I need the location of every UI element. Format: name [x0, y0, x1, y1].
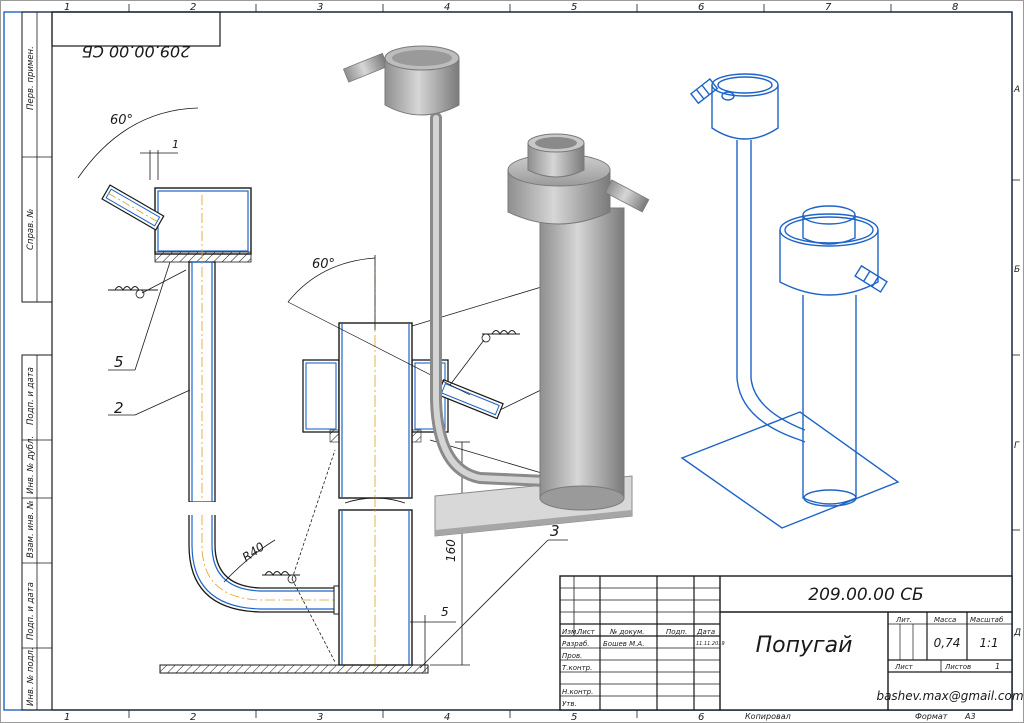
callout-3: 3: [550, 522, 560, 540]
strip-label: Инв. № дубл.: [26, 436, 36, 494]
role-label: Н.контр.: [562, 688, 593, 696]
wall-thickness-dimension: 1: [172, 138, 179, 151]
zone-number: 3: [317, 712, 323, 723]
zone-number: 8: [952, 2, 958, 13]
left-strip: Перв. примен. Справ. № Подп. и дата Инв.…: [21, 11, 53, 711]
callout-2: 2: [114, 399, 124, 417]
format-label: Формат: [915, 712, 948, 721]
strip-label: Инв. № подл.: [26, 647, 36, 706]
col-header: № докум.: [609, 628, 645, 636]
mirrored-designation: 209.00.00 СБ: [82, 42, 191, 61]
zone-number: 5: [571, 712, 577, 723]
col-header: Дата: [696, 628, 715, 636]
zone-letter: A: [1013, 85, 1020, 95]
mass-value: 0,74: [934, 636, 961, 650]
zone-letter: Б: [1014, 265, 1020, 275]
title-name: Попугай: [756, 633, 853, 658]
wireframe-3d-view: [680, 73, 900, 529]
zone-letter: Д: [1013, 628, 1021, 638]
author-email: bashev.max@gmail.com: [876, 689, 1023, 703]
mirrored-stamp: 209.00.00 СБ: [51, 11, 221, 61]
zone-number: 1: [64, 712, 70, 723]
zone-number: 2: [190, 2, 196, 13]
shaded-3d-view: [342, 45, 650, 537]
strip-label: Взам. инв. №: [26, 500, 36, 558]
sheet-label: Лист: [894, 663, 914, 671]
zone-number: 3: [317, 2, 323, 13]
zone-number: 6: [698, 712, 704, 723]
copied-label: Копировал: [745, 712, 791, 721]
col-header: Подп.: [666, 628, 687, 636]
scale-value: 1:1: [979, 636, 998, 650]
radius-dimension: R40: [240, 539, 268, 564]
zone-number: 2: [190, 712, 196, 723]
developer-date: 11.11.2019: [696, 641, 725, 647]
format-value: A3: [964, 712, 976, 721]
offset-dimension: 5: [441, 605, 449, 619]
developer-name: Бошев М.А.: [603, 640, 644, 648]
left-section-view: 60° 1 R40 5 2: [77, 107, 343, 615]
callout-5: 5: [114, 353, 124, 371]
frame-side-letters: A Б Г Д: [1013, 85, 1021, 638]
title-block: 209.00.00 СБ Попугай bashev.max@gmail.co…: [559, 575, 1024, 711]
lit-label: Лит.: [895, 616, 912, 624]
strip-label: Справ. №: [26, 208, 36, 250]
frame-bottom-numbers: 1 2 3 4 5 6: [64, 712, 704, 723]
zone-letter: Г: [1014, 441, 1020, 451]
role-label: Т.контр.: [562, 664, 592, 672]
height-dimension: 160: [444, 539, 458, 562]
mass-label: Масса: [934, 616, 956, 624]
col-header: Изм.: [562, 628, 578, 636]
footer: Копировал Формат A3: [745, 712, 976, 721]
center-section-view: 60° 160 5 1 6 4 3: [159, 255, 568, 674]
sheets-value: 1: [995, 662, 1000, 671]
strip-label: Перв. примен.: [26, 46, 36, 110]
scale-label: Масштаб: [970, 616, 1004, 624]
zone-number: 5: [571, 2, 577, 13]
frame-top-numbers: 1 2 3 4 5 6 7 8: [64, 2, 958, 13]
sheets-label: Листов: [944, 663, 971, 671]
strip-label: Подп. и дата: [26, 367, 36, 425]
zone-number: 6: [698, 2, 704, 13]
zone-number: 4: [444, 2, 450, 13]
role-label: Утв.: [562, 700, 577, 708]
zone-number: 4: [444, 712, 450, 723]
angle-dimension-left: 60°: [110, 113, 133, 128]
title-designation: 209.00.00 СБ: [808, 585, 923, 605]
zone-number: 1: [64, 2, 70, 13]
role-label: Пров.: [562, 652, 582, 660]
strip-label: Подп. и дата: [26, 582, 36, 640]
role-label: Разраб.: [562, 640, 590, 648]
zone-number: 7: [825, 2, 832, 13]
angle-dimension-mid: 60°: [312, 257, 335, 272]
col-header: Лист: [576, 628, 596, 636]
